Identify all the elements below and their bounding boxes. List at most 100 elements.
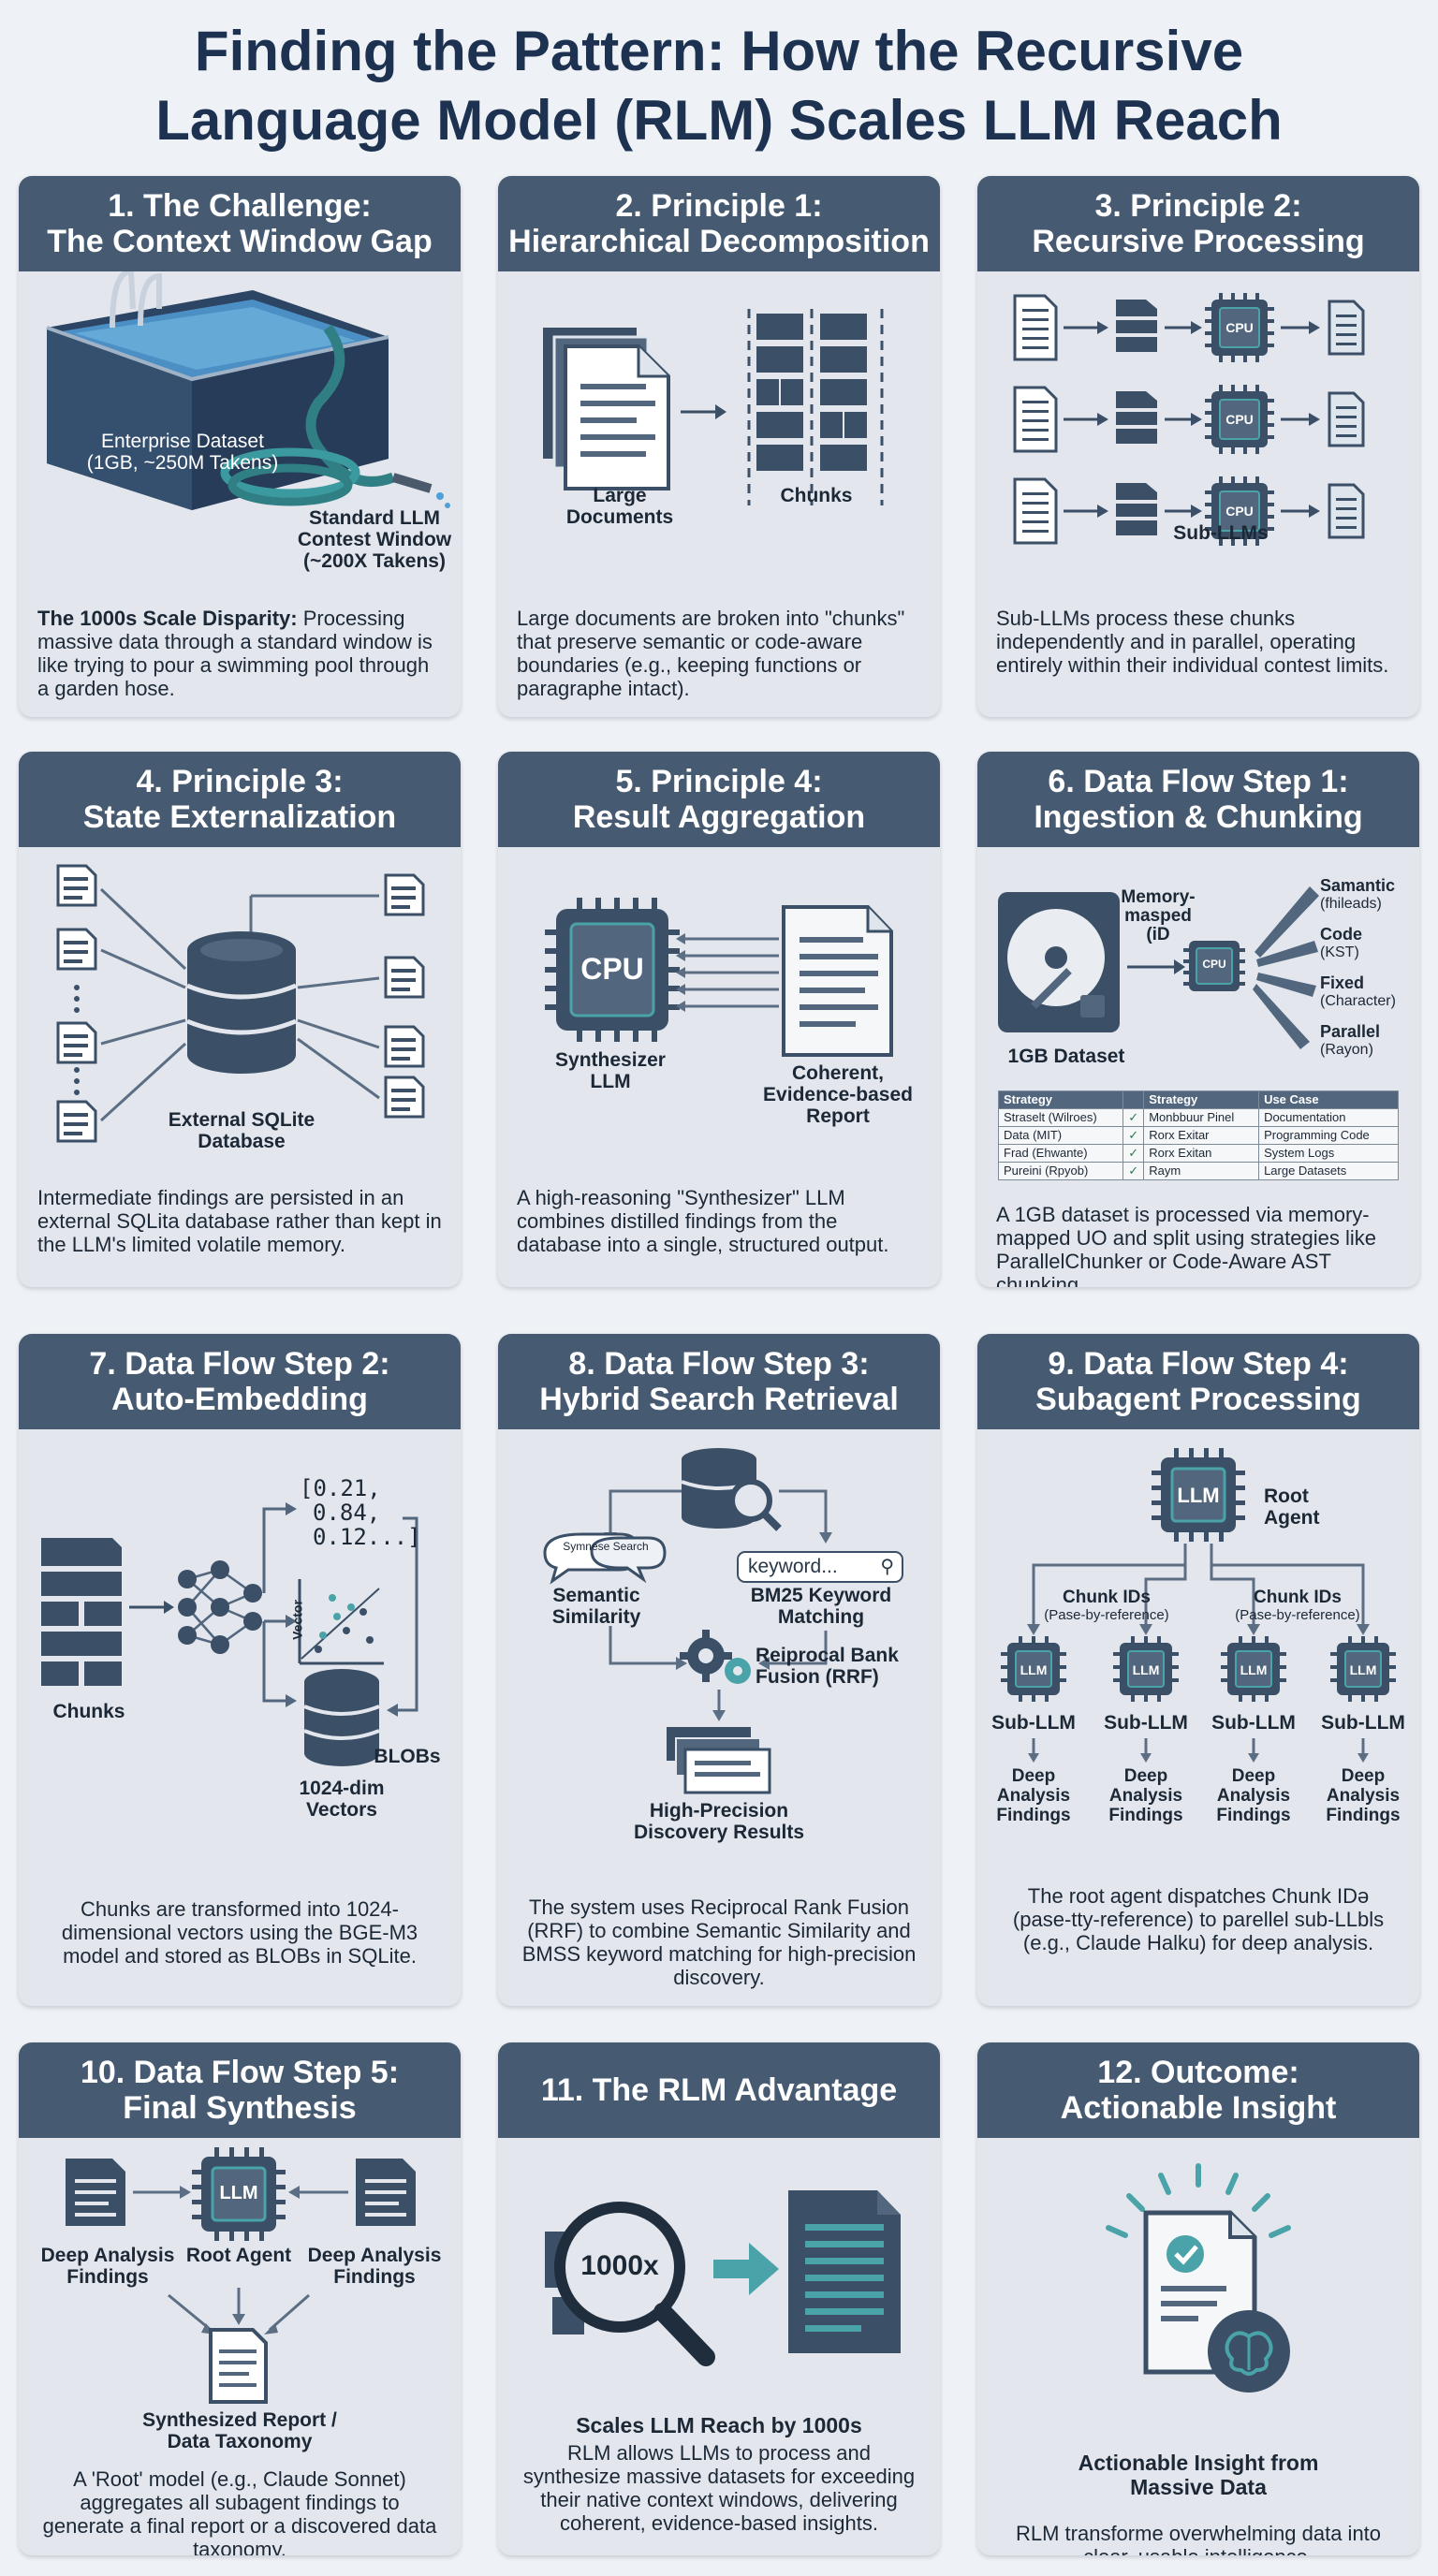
deep-analysis-left-label: Deep Analysis Findings xyxy=(40,2245,175,2288)
document-icon xyxy=(356,2159,416,2226)
blobs-label: BLOBs xyxy=(374,1746,441,1767)
chunk-grid-icon xyxy=(756,314,867,471)
keyword-search-input: keyword... ⚲ xyxy=(737,1551,903,1583)
finding-label: Findings xyxy=(1216,1806,1290,1825)
hard-drive-icon xyxy=(977,847,1419,1090)
card-description: Large documents are broken into "chunks"… xyxy=(517,607,905,700)
chip-icon: LLM xyxy=(1152,1448,1245,1542)
semantic-similarity-label: Semantic Similarity xyxy=(551,1585,641,1628)
card-description: Intermediate findings are persisted in a… xyxy=(37,1186,442,1256)
card-data-flow-3: 8. Data Flow Step 3: Hybrid Search Retri… xyxy=(498,1334,940,2006)
brain-icon xyxy=(1208,2310,1290,2393)
rrf-label: Reiprocal Bank Fusion (RRF) xyxy=(756,1645,899,1688)
large-documents-label: Large Documents xyxy=(565,485,674,528)
database-icon xyxy=(304,1669,379,1766)
card-header: 5. Principle 4: Result Aggregation xyxy=(498,752,940,847)
sub-llm-label: Sub-LLM xyxy=(1211,1712,1296,1734)
card-description: Sub-LLMs process these chunks independen… xyxy=(996,607,1389,677)
vector-values: [0.21, 0.84, 0.12...] xyxy=(300,1475,421,1550)
chunk-icon xyxy=(1116,483,1157,535)
strategy-code: Code(KST) xyxy=(1320,925,1362,961)
document-icon xyxy=(1328,483,1365,539)
dataset-label: 1GB Dataset xyxy=(1007,1046,1125,1067)
arrow-right-icon xyxy=(713,2243,779,2295)
card-data-flow-1: 6. Data Flow Step 1: Ingestion & Chunkin… xyxy=(977,752,1419,1287)
results-label: High-Precision Discovery Results xyxy=(633,1800,805,1843)
speech-bubble-icon xyxy=(543,1532,667,1585)
chunks-label: Chunks xyxy=(52,1701,125,1722)
database-search-icon xyxy=(498,1429,940,1841)
chunks-label: Chunks xyxy=(780,485,853,506)
document-icon xyxy=(1328,391,1365,447)
chunk-stack-icon xyxy=(41,1538,122,1686)
page-title: Finding the Pattern: How the Recursive L… xyxy=(155,20,1283,152)
card-outcome: 12. Outcome: Actionable Insight xyxy=(977,2042,1419,2555)
card-description: A 1GB dataset is processed via memory-ma… xyxy=(996,1203,1376,1287)
vectors-label: 1024-dim Vectors xyxy=(299,1778,385,1821)
database-icon xyxy=(19,847,461,1156)
report-icon xyxy=(209,2328,268,2404)
report-label: Coherent, Evidence-based Report xyxy=(763,1062,913,1127)
card-header: 4. Principle 3: State Externalization xyxy=(19,752,461,847)
chunk-ids-left: Chunk IDs (Pase-by-reference) xyxy=(1044,1588,1169,1623)
checked-report-icon xyxy=(977,2138,1419,2437)
card-principle-3: 4. Principle 3: State Externalization xyxy=(19,752,461,1287)
strategy-parallel: Parallel(Rayon) xyxy=(1320,1022,1381,1059)
cpu-text: CPU xyxy=(1225,504,1254,519)
synthesized-report-label: Synthesized Report / Data Taxonomy xyxy=(142,2409,337,2452)
document-icon xyxy=(1013,386,1058,453)
magnifier-icon xyxy=(498,2138,940,2437)
finding-label: Analysis xyxy=(997,1786,1070,1806)
document-stack-icon xyxy=(498,271,940,552)
card-header: 9. Data Flow Step 4: Subagent Processing xyxy=(977,1334,1419,1429)
card-description: Chunks are transformed into 1024-dimensi… xyxy=(61,1897,418,1968)
database-label: External SQLite Database xyxy=(168,1109,315,1152)
sub-llm-chip: LLM xyxy=(1001,1636,1066,1702)
document-icon xyxy=(1013,294,1058,361)
finding-label: Deep xyxy=(1342,1766,1385,1786)
card-description: The 1000s Scale Disparity: Processing ma… xyxy=(37,607,433,700)
finding-label: Deep xyxy=(1124,1766,1167,1786)
strategy-labels: Samantic(fhileads) Code(KST) Fixed(Chara… xyxy=(1320,877,1417,1059)
gear-icon xyxy=(680,1630,751,1684)
finding-label: Findings xyxy=(1326,1806,1400,1825)
sub-llm-chip: LLM xyxy=(1113,1636,1179,1702)
card-principle-2: 3. Principle 2: Recursive Processing CPU… xyxy=(977,176,1419,717)
cpu-text: CPU xyxy=(1202,958,1226,971)
card-description: RLM allows LLMs to process and synthesiz… xyxy=(522,2441,916,2535)
processing-row: CPU xyxy=(1013,293,1365,362)
card-description: A high-reasoning "Synthesizer" LLM combi… xyxy=(517,1186,889,1256)
bm25-label: BM25 Keyword Matching xyxy=(750,1585,892,1628)
card-header: 8. Data Flow Step 3: Hybrid Search Retri… xyxy=(498,1334,940,1429)
root-agent-label: Root Agent xyxy=(1264,1486,1320,1529)
finding-label: Analysis xyxy=(1109,1786,1182,1806)
final-synthesis-diagram xyxy=(19,2138,461,2437)
card-rlm-advantage: 11. The RLM Advantage xyxy=(498,2042,940,2555)
finding-label: Findings xyxy=(996,1806,1070,1825)
card-header: 12. Outcome: Actionable Insight xyxy=(977,2042,1419,2138)
document-icon xyxy=(66,2159,125,2226)
card-description: The system uses Reciprocal Rank Fusion (… xyxy=(521,1895,917,1989)
lens-text: 1000x xyxy=(580,2250,659,2281)
chunk-icon xyxy=(1116,391,1157,444)
document-icon xyxy=(1328,300,1365,356)
llm-text: LLM xyxy=(1020,1662,1048,1677)
card-header: 10. Data Flow Step 5: Final Synthesis xyxy=(19,2042,461,2138)
garden-hose-icon xyxy=(220,324,450,508)
window-label: Standard LLM Contest Window (~200X Taken… xyxy=(297,507,452,572)
neural-network-icon xyxy=(19,1429,461,1841)
finding-label: Analysis xyxy=(1217,1786,1290,1806)
sub-llm-label: Sub-LLM xyxy=(1104,1712,1188,1734)
finding-label: Deep xyxy=(1232,1766,1275,1786)
processing-row: CPU xyxy=(1013,476,1365,546)
strategy-table: Strategy Strategy Use Case Straselt (Wil… xyxy=(997,1090,1399,1180)
card-principle-4: 5. Principle 4: Result Aggregation xyxy=(498,752,940,1287)
finding-label: Findings xyxy=(1108,1806,1182,1825)
card-data-flow-4: 9. Data Flow Step 4: Subagent Processing… xyxy=(977,1334,1419,2006)
card-description: RLM transforme overwhelming data into cl… xyxy=(1015,2522,1382,2555)
strategy-semantic: Samantic(fhileads) xyxy=(1320,876,1396,913)
